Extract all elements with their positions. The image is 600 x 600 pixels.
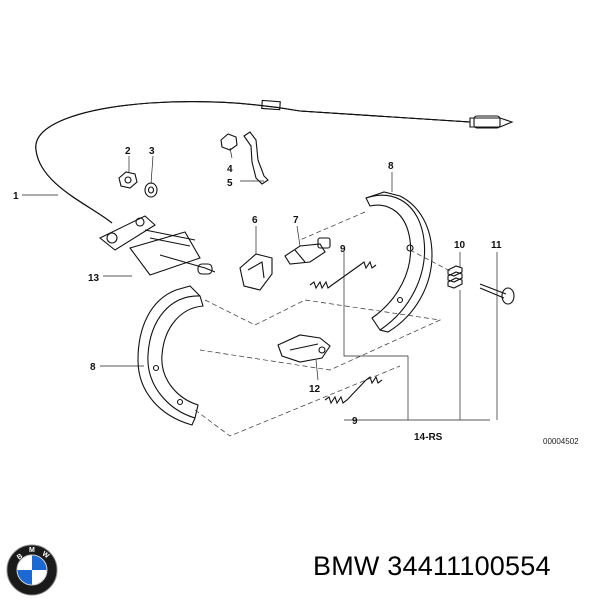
brake-adjuster (239, 237, 331, 291)
callout-4: 4 (227, 164, 233, 175)
callout-13: 13 (88, 273, 100, 284)
leader-lines (22, 147, 498, 421)
return-springs (309, 260, 383, 405)
callout-14-rs: 14-RS (414, 432, 443, 443)
callout-6: 6 (252, 215, 258, 226)
callout-5: 5 (227, 178, 233, 189)
callout-10: 10 (454, 240, 466, 251)
callout-8-upper: 8 (388, 161, 394, 172)
handbrake-cable (35, 99, 514, 224)
callout-2: 2 (125, 146, 131, 157)
drawing-number: 00004502 (543, 437, 579, 446)
brake-shoe-upper (365, 191, 433, 333)
svg-text:B: B (16, 553, 24, 562)
callout-12: 12 (309, 384, 321, 395)
cable-mount-plate (98, 215, 216, 276)
part-caption: BMW 34411100554 (313, 551, 551, 581)
callout-8-lower: 8 (90, 362, 96, 373)
spring-cup-and-pin (447, 265, 515, 305)
callout-11: 11 (491, 240, 502, 251)
assembly-dashed-lines (194, 211, 453, 437)
bmw-logo-icon: B M W (6, 544, 58, 596)
callout-9-lower: 9 (352, 416, 358, 427)
callout-9-upper: 9 (340, 244, 346, 255)
callout-7: 7 (293, 215, 299, 226)
svg-text:M: M (29, 547, 35, 554)
callout-3: 3 (149, 146, 155, 157)
nut-and-wire-spring (220, 131, 269, 185)
callout-1: 1 (13, 191, 19, 202)
brake-shoe-lower (137, 285, 204, 426)
svg-text:W: W (41, 551, 51, 561)
expanding-lock (277, 334, 331, 363)
